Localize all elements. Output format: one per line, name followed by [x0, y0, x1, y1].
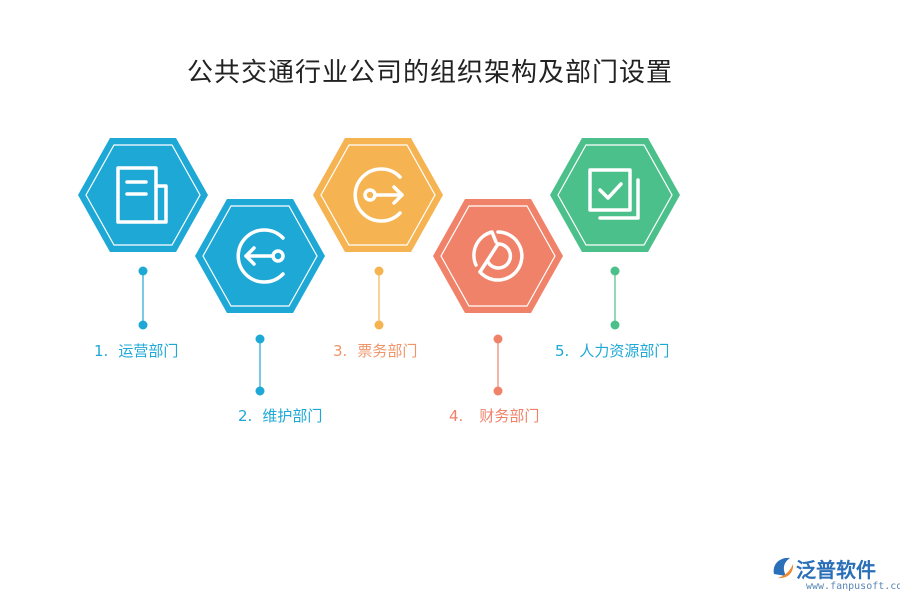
dept-hexagon-2	[195, 199, 325, 313]
connector-3	[374, 266, 384, 330]
dept-name: 运营部门	[118, 342, 179, 360]
dept-label-3: 3. 票务部门	[333, 340, 417, 361]
dept-label-4: 4. 财务部门	[449, 405, 539, 426]
dept-hexagon-3	[313, 138, 443, 252]
dept-name: 维护部门	[262, 407, 323, 425]
dept-number: 4.	[449, 407, 464, 425]
connector-4	[493, 334, 503, 396]
logo-brand-text: 泛普软件	[796, 558, 876, 582]
dept-name: 财务部门	[479, 407, 540, 425]
dept-number: 5.	[555, 342, 570, 360]
login-arrow-icon	[236, 228, 285, 284]
dept-number: 3.	[333, 342, 348, 360]
dept-name: 人力资源部门	[579, 342, 670, 360]
fanpu-logo: 泛普软件 www.fanpusoft.com	[770, 552, 900, 596]
connector-2	[255, 334, 265, 396]
dept-hexagon-1	[78, 138, 208, 252]
dept-number: 1.	[94, 342, 109, 360]
page-title: 公共交通行业公司的组织架构及部门设置	[186, 58, 673, 88]
logout-arrow-icon	[353, 167, 404, 223]
connector-1	[138, 266, 148, 330]
document-icon	[116, 166, 168, 224]
dept-label-2: 2. 维护部门	[238, 405, 322, 426]
fanpu-logo-icon	[773, 557, 794, 579]
checkbox-stack-icon	[588, 168, 640, 220]
dept-name: 票务部门	[357, 342, 418, 360]
connector-5	[610, 266, 620, 330]
dept-hexagon-5	[550, 138, 680, 252]
dept-hexagon-4	[433, 199, 563, 313]
dept-label-1: 1. 运营部门	[94, 340, 178, 361]
dept-number: 2.	[238, 407, 253, 425]
logo-url-text: www.fanpusoft.com	[806, 581, 900, 592]
pie-chart-icon	[472, 230, 524, 282]
dept-label-5: 5. 人力资源部门	[555, 340, 669, 361]
